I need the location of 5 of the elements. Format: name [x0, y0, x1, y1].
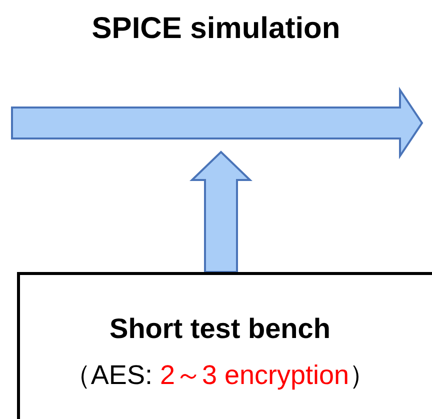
title-text: SPICE simulation	[90, 11, 342, 47]
block-arrow	[190, 150, 252, 273]
box-heading: Short test bench	[108, 313, 332, 345]
box-note: （AES: 2～3 encryption）	[62, 359, 378, 392]
process-box	[17, 272, 432, 419]
